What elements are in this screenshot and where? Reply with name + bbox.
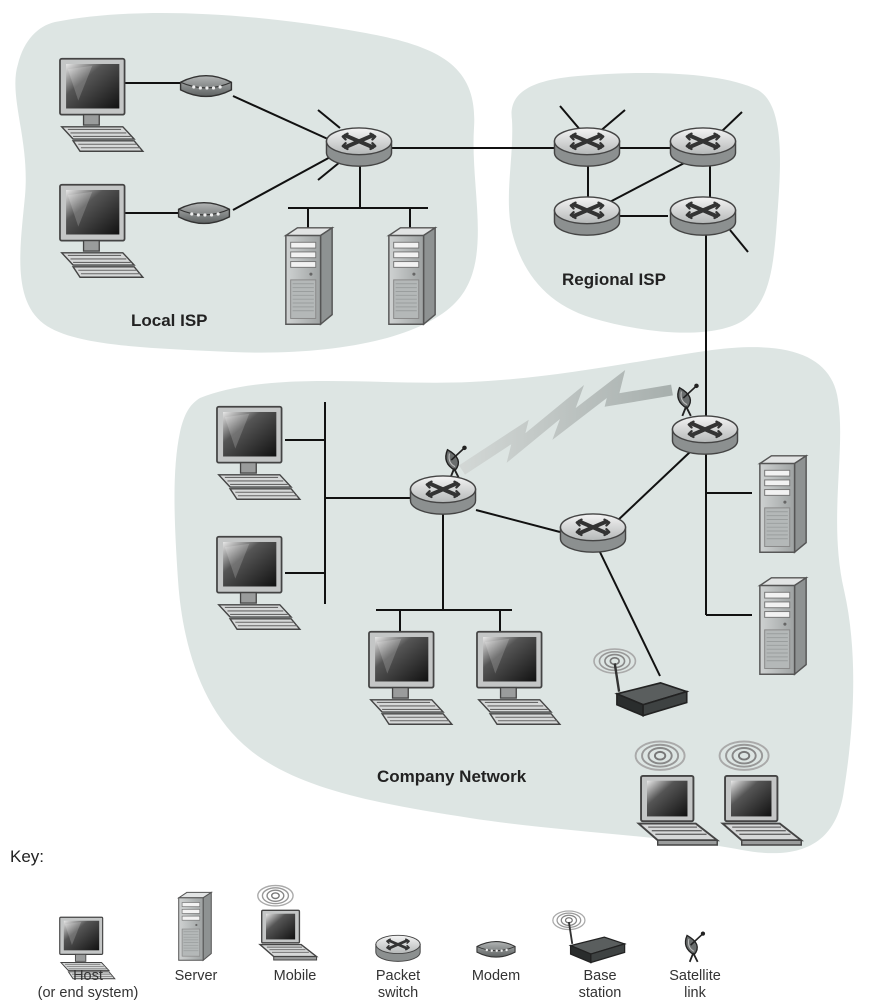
key-item-modem: Modem <box>472 940 520 984</box>
link <box>475 509 561 533</box>
server-icon <box>759 577 807 675</box>
link <box>729 229 749 253</box>
link <box>232 95 331 141</box>
wireless-satellite-link <box>458 370 673 475</box>
link <box>719 111 743 134</box>
key-label: Satellite <box>669 968 721 984</box>
key-sublabel: switch <box>378 985 418 1001</box>
server-icon <box>178 891 212 961</box>
company-network-region <box>174 347 854 854</box>
link <box>317 161 341 181</box>
link <box>615 451 691 523</box>
key-item-base-station: Base station <box>553 911 625 1001</box>
packet-switch-icon <box>554 197 619 235</box>
packet-switch-icon <box>560 514 625 552</box>
key-sublabel: station <box>579 985 622 1001</box>
company-network-label: Company Network <box>377 767 527 786</box>
packet-switch-icon <box>374 934 422 963</box>
key-item-packet-switch: Packet switch <box>374 934 422 1001</box>
base-station-icon <box>553 911 625 963</box>
regional-isp-label: Regional ISP <box>562 270 666 289</box>
key-item-host: Host (or end system) <box>38 916 139 1001</box>
server-icon <box>759 455 807 553</box>
key-title: Key: <box>10 847 44 866</box>
modem-icon <box>476 940 516 958</box>
link <box>317 109 341 129</box>
key-item-server: Server <box>175 891 218 984</box>
link <box>597 547 661 677</box>
mobile-icon <box>258 886 317 961</box>
server-icon <box>388 227 436 325</box>
key-sublabel: (or end system) <box>38 985 139 1001</box>
packet-switch-icon <box>670 197 735 235</box>
key-label: Modem <box>472 968 520 984</box>
modem-icon <box>179 74 233 98</box>
regional-isp-region <box>508 72 780 333</box>
local-isp-label: Local ISP <box>131 311 208 330</box>
key-label: Packet <box>376 968 420 984</box>
key-item-satellite-link: Satellite link <box>669 930 721 1001</box>
modem-icon <box>177 201 231 225</box>
link <box>603 159 691 206</box>
key-item-mobile: Mobile <box>258 886 317 984</box>
satellite-link-icon <box>684 930 706 963</box>
key-label: Host <box>73 968 103 984</box>
packet-switch-icon <box>410 476 475 514</box>
packet-switch-icon <box>672 416 737 454</box>
packet-switch-icon <box>554 128 619 166</box>
server-icon <box>285 227 333 325</box>
packet-switch-icon <box>326 128 391 166</box>
key-label: Mobile <box>274 968 317 984</box>
key-sublabel: link <box>684 985 707 1001</box>
link <box>232 154 335 211</box>
packet-switch-icon <box>670 128 735 166</box>
key-label: Server <box>175 968 218 984</box>
key-label: Base <box>583 968 616 984</box>
